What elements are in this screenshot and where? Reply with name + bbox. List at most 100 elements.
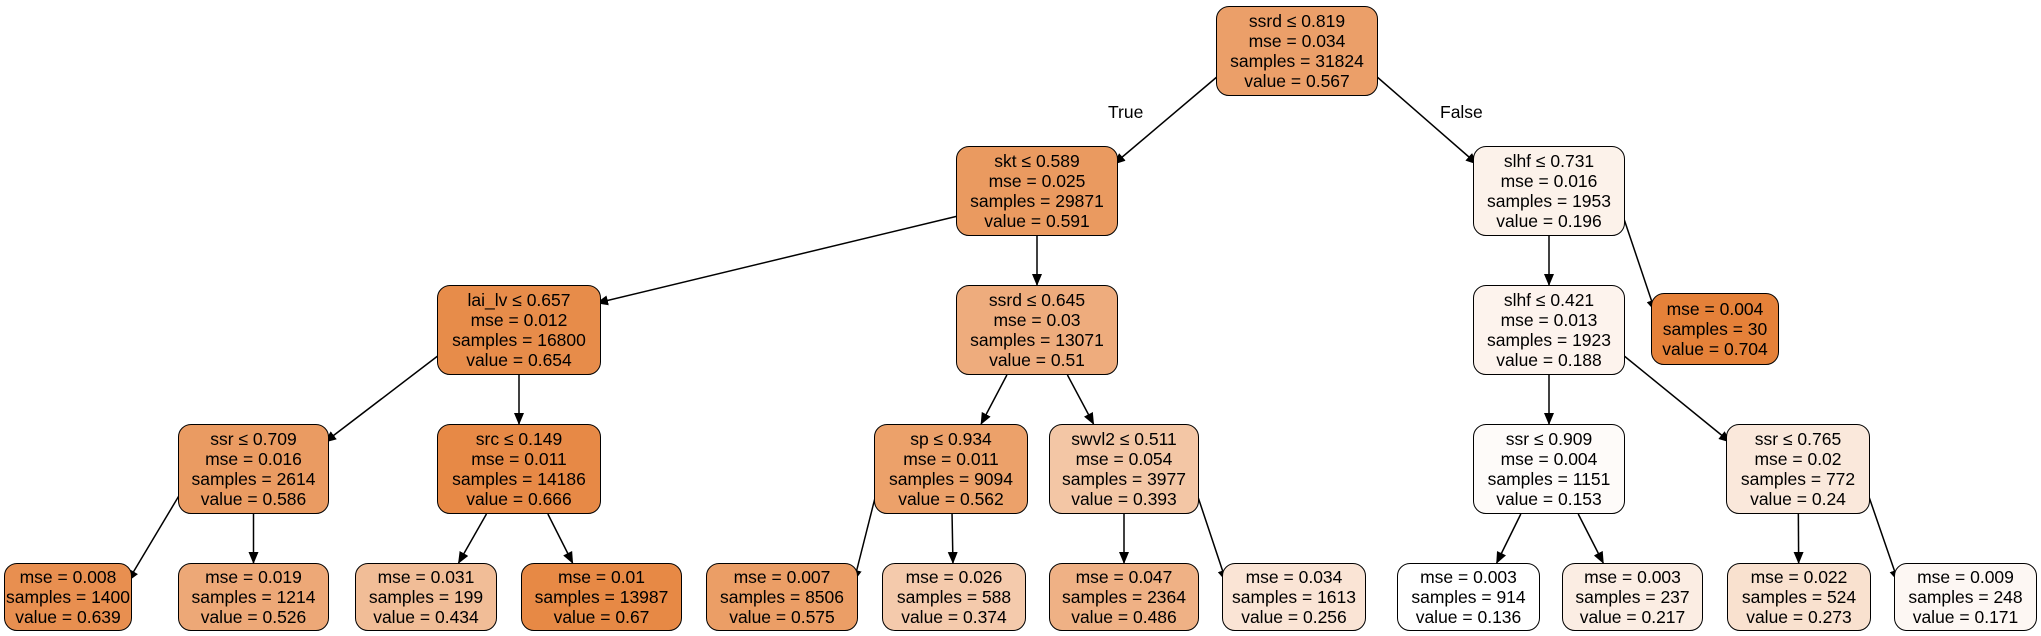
- node-samples: samples = 16800: [452, 330, 586, 350]
- node-samples: samples = 29871: [970, 191, 1104, 211]
- node-samples: samples = 248: [1908, 587, 2023, 607]
- node-samples: samples = 1400: [5, 587, 131, 607]
- node-samples: samples = 8506: [719, 587, 845, 607]
- tree-edge-arrow: [1496, 513, 1522, 564]
- node-samples: samples = 2614: [191, 469, 316, 489]
- node-value: value = 0.24: [1750, 489, 1846, 509]
- node-split-condition: ssrd ≤ 0.645: [988, 290, 1086, 310]
- tree-edge-arrow: [457, 513, 488, 564]
- node-value: value = 0.196: [1496, 211, 1602, 231]
- node-mse: mse = 0.022: [1750, 567, 1848, 587]
- node-samples: samples = 13987: [534, 587, 669, 607]
- tree-edge-arrow: [947, 513, 958, 564]
- node-samples: samples = 199: [368, 587, 484, 607]
- node-value: value = 0.171: [1912, 607, 2019, 627]
- tree-edge-arrow: [547, 513, 574, 564]
- node-samples: samples = 13071: [970, 330, 1104, 350]
- node-split-condition: swvl2 ≤ 0.511: [1071, 429, 1177, 449]
- node-value: value = 0.486: [1071, 607, 1177, 627]
- node-split-condition: lai_lv ≤ 0.657: [467, 290, 571, 310]
- node-split-condition: ssr ≤ 0.909: [1505, 429, 1593, 449]
- node-value: value = 0.591: [984, 211, 1090, 231]
- tree-edge-arrow: [1622, 215, 1657, 312]
- node-mse: mse = 0.004: [1500, 449, 1598, 469]
- tree-edge-arrow: [1066, 374, 1095, 425]
- node-mse: mse = 0.026: [905, 567, 1003, 587]
- node-samples: samples = 1953: [1486, 191, 1612, 211]
- tree-edge-arrow: [1375, 75, 1478, 165]
- node-samples: samples = 14186: [452, 469, 586, 489]
- tree-edge-arrow: [980, 374, 1008, 425]
- node-samples: samples = 3977: [1061, 469, 1187, 489]
- false-edge-label: False: [1440, 102, 1483, 122]
- node-samples: samples = 31824: [1230, 51, 1364, 71]
- tree-edge-arrow: [1577, 513, 1604, 564]
- node-mse: mse = 0.03: [993, 310, 1081, 330]
- node-mse: mse = 0.054: [1075, 449, 1173, 469]
- node-samples: samples = 1923: [1486, 330, 1612, 350]
- node-split-condition: slhf ≤ 0.731: [1503, 151, 1595, 171]
- tree-edge-arrow: [1113, 75, 1219, 165]
- node-samples: samples = 1214: [191, 587, 316, 607]
- node-samples: samples = 9094: [888, 469, 1014, 489]
- tree-edge-arrow: [1196, 493, 1228, 582]
- tree-edge-arrow: [851, 493, 877, 582]
- node-value: value = 0.567: [1244, 71, 1350, 91]
- node-mse: mse = 0.016: [205, 449, 302, 469]
- node-samples: samples = 1613: [1231, 587, 1357, 607]
- node-samples: samples = 237: [1575, 587, 1690, 607]
- node-mse: mse = 0.003: [1420, 567, 1517, 587]
- node-split-condition: skt ≤ 0.589: [994, 151, 1080, 171]
- node-mse: mse = 0.008: [19, 567, 117, 587]
- node-mse: mse = 0.019: [205, 567, 302, 587]
- node-mse: mse = 0.047: [1075, 567, 1173, 587]
- node-value: value = 0.562: [898, 489, 1004, 509]
- node-value: value = 0.666: [466, 489, 572, 509]
- node-value: value = 0.704: [1662, 339, 1768, 359]
- node-value: value = 0.526: [200, 607, 307, 627]
- node-value: value = 0.217: [1579, 607, 1686, 627]
- node-value: value = 0.136: [1415, 607, 1522, 627]
- node-mse: mse = 0.011: [903, 449, 999, 469]
- node-samples: samples = 2364: [1061, 587, 1187, 607]
- tree-edge-arrow: [127, 493, 181, 582]
- node-value: value = 0.188: [1496, 350, 1602, 370]
- node-value: value = 0.434: [373, 607, 479, 627]
- tree-edge-arrow: [324, 354, 440, 443]
- true-edge-label: True: [1108, 102, 1144, 122]
- node-mse: mse = 0.003: [1584, 567, 1681, 587]
- node-split-condition: ssr ≤ 0.709: [210, 429, 297, 449]
- node-mse: mse = 0.034: [1248, 31, 1346, 51]
- node-mse: mse = 0.012: [470, 310, 568, 330]
- node-samples: samples = 1151: [1487, 469, 1611, 489]
- node-samples: samples = 914: [1411, 587, 1526, 607]
- node-samples: samples = 524: [1741, 587, 1857, 607]
- node-value: value = 0.51: [989, 350, 1085, 370]
- node-split-condition: ssrd ≤ 0.819: [1248, 11, 1346, 31]
- node-mse: mse = 0.025: [988, 171, 1086, 191]
- node-split-condition: ssr ≤ 0.765: [1754, 429, 1842, 449]
- node-mse: mse = 0.011: [471, 449, 567, 469]
